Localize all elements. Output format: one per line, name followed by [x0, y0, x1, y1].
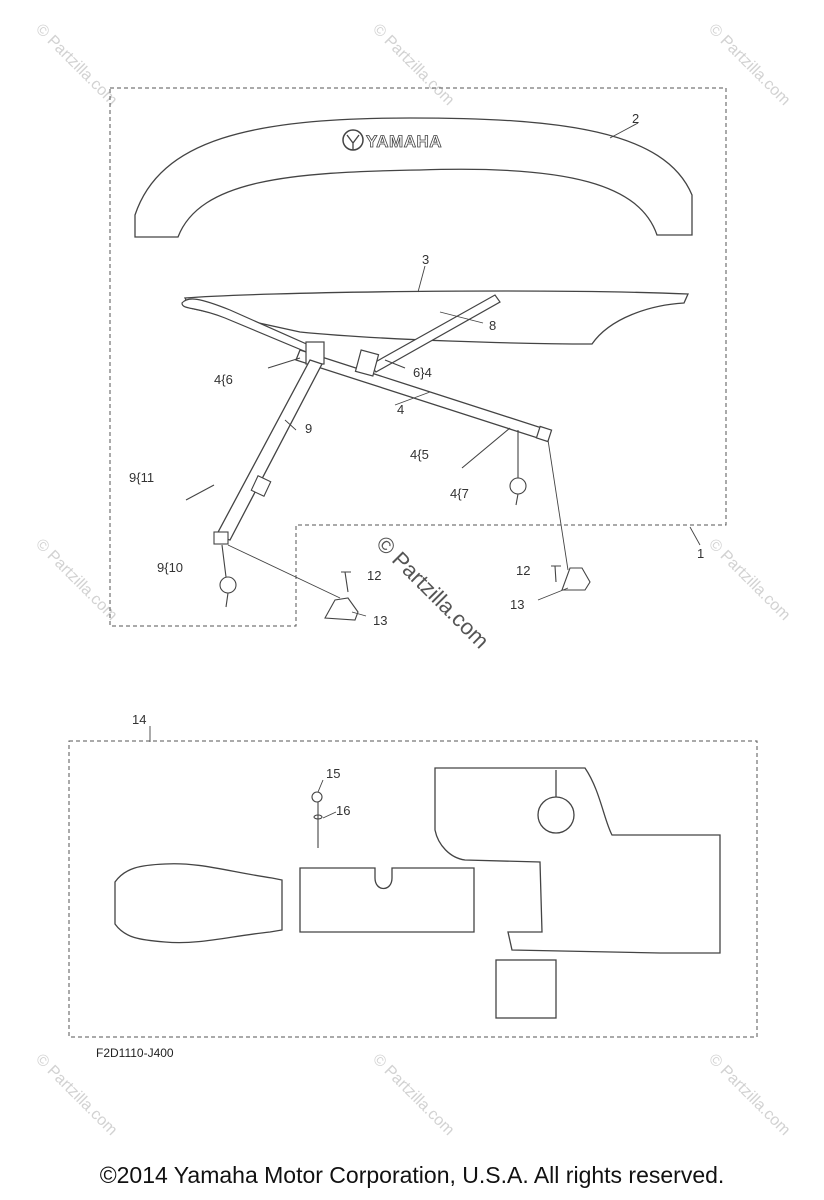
- part-9-support-tube: [215, 359, 323, 541]
- watermark-top-left: © Partzilla.com: [32, 21, 120, 109]
- callout-2: 2: [632, 111, 639, 126]
- callout-13-left: 13: [373, 613, 387, 628]
- assembly-14-outline: [68, 740, 758, 1038]
- callout-8: 8: [489, 318, 496, 333]
- ring-7: [509, 477, 527, 495]
- callout-14: 14: [132, 712, 146, 727]
- callout-labels: 1 2 3 8 6}4 4{6 4 9 4{5 9{11 4{7 12 12 9…: [129, 111, 704, 818]
- pin-6-right: [384, 359, 406, 369]
- callout-9: 9: [305, 421, 312, 436]
- callout-4-6: 4{6: [214, 372, 233, 387]
- support-bracket: [250, 475, 272, 497]
- mat-center-panel: [299, 867, 475, 933]
- part-13-mount-right: [561, 567, 591, 591]
- callout-4-7: 4{7: [450, 486, 469, 501]
- fasteners: [185, 357, 591, 621]
- watermark-center: © Partzilla.com: [371, 531, 494, 654]
- assembly-1-outline: [109, 87, 727, 627]
- watermark-bottom-center: © Partzilla.com: [369, 1051, 457, 1139]
- pin-6-left: [267, 357, 301, 369]
- part-2-arch-cover: [134, 117, 693, 238]
- callout-4-5: 4{5: [410, 447, 429, 462]
- callout-13-right: 13: [510, 597, 524, 612]
- frame-end-cap: [535, 425, 553, 443]
- yamaha-logo: YAMAHA: [342, 129, 442, 151]
- screw-12-right: [551, 565, 561, 583]
- watermark-top-right: © Partzilla.com: [705, 21, 793, 109]
- mat-square-panel: [495, 959, 557, 1019]
- callout-4: 4: [397, 402, 404, 417]
- callout-6-4: 6}4: [413, 365, 432, 380]
- ring-10-pin: [225, 592, 229, 608]
- watermark-bottom-left: © Partzilla.com: [32, 1051, 120, 1139]
- ring-10-lanyard: [221, 544, 227, 578]
- leader-lines: [149, 122, 701, 819]
- screw-12-left: [341, 571, 351, 593]
- watermark-mid-left: © Partzilla.com: [32, 536, 120, 624]
- frame-joint-left: [305, 341, 325, 365]
- ring-7-pin: [515, 493, 519, 506]
- diagram-code: F2D1110-J400: [96, 1046, 174, 1060]
- callout-16: 16: [336, 803, 350, 818]
- frame-joint-right: [354, 349, 380, 377]
- callout-9-10: 9{10: [157, 560, 183, 575]
- callout-12-left: 12: [367, 568, 381, 583]
- part-15-16-fastener: [311, 791, 323, 848]
- callout-9-11: 9{11: [129, 470, 154, 485]
- callout-12-right: 12: [516, 563, 530, 578]
- watermark-mid-right: © Partzilla.com: [705, 536, 793, 624]
- pin-11: [185, 484, 215, 501]
- mat-cutout-circle: [537, 796, 575, 834]
- watermark-top-center: © Partzilla.com: [369, 21, 457, 109]
- callout-15: 15: [326, 766, 340, 781]
- callout-3: 3: [422, 252, 429, 267]
- watermark-bottom-right: © Partzilla.com: [705, 1051, 793, 1139]
- pin-5: [461, 427, 511, 469]
- support-end-cap: [213, 531, 229, 545]
- part-13-mount-left: [324, 597, 359, 621]
- mat-footwell-left: [114, 863, 283, 944]
- copyright-notice: ©2014 Yamaha Motor Corporation, U.S.A. A…: [99, 1162, 725, 1188]
- brand-decal-text: YAMAHA: [366, 132, 442, 151]
- mat-pieces: [114, 767, 721, 1019]
- mat-main-deck: [434, 767, 721, 954]
- ring-10: [219, 576, 237, 594]
- callout-1: 1: [697, 546, 704, 561]
